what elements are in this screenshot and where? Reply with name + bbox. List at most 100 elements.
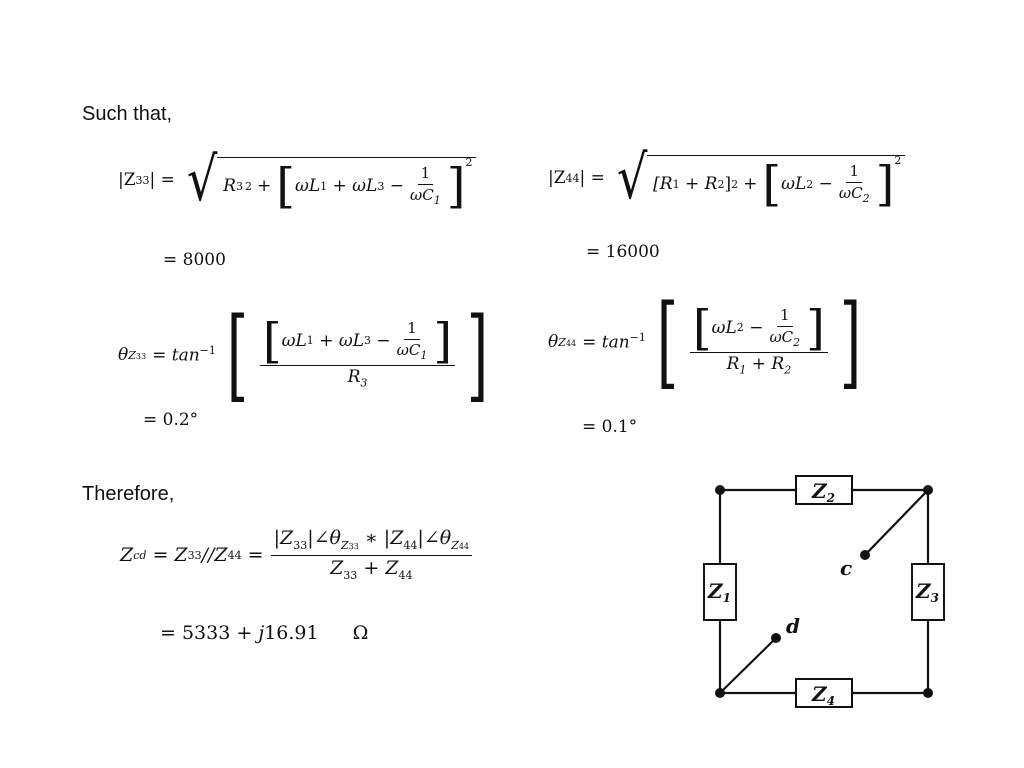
eq-theta33-tan: = tan−1 — [152, 344, 216, 366]
eq-z44-r-sub1: 1 — [672, 177, 680, 191]
eq-theta44-lhs-sub: Z44 — [558, 336, 576, 349]
eq-zcd-unit: Ω — [352, 622, 369, 644]
bracket-open: [ — [762, 156, 782, 212]
eq-zcd-eq: = — [241, 544, 264, 566]
equation-theta-z33-result: = 0.2° — [143, 410, 199, 430]
eq-theta33-inner-fraction: 1 ωC1 — [394, 319, 431, 363]
label-z4-sub: 4 — [827, 694, 835, 708]
eq-zcd-fraction: |Z33|∠θZ33 ∗ |Z44|∠θZ44 Z33 + Z44 — [270, 527, 473, 582]
eq-theta33-lhs-subsub: 33 — [135, 351, 147, 361]
label-z4-text: Z — [811, 682, 828, 706]
label-z2: Z2 — [811, 479, 835, 505]
eq-theta33-num-inner: ωL — [281, 330, 307, 351]
bracket-open: [ — [276, 158, 295, 214]
eq-zcd-num-star: ∗ |Z — [358, 527, 404, 550]
equation-z44-result: = 16000 — [586, 242, 660, 262]
label-z3: Z3 — [915, 579, 939, 605]
label-z2-text: Z — [811, 479, 828, 503]
eq-z33-r-sup: 2 — [244, 179, 252, 193]
heading-such-that: Such that, — [82, 103, 173, 125]
eq-z33-frac-den: ωC1 — [407, 185, 444, 208]
eq-z44-r: [R — [653, 174, 673, 194]
eq-z44-outer-sup: 2 — [894, 154, 902, 167]
wire-to-terminal-c — [864, 489, 929, 556]
eq-z33-frac-num: 1 — [417, 164, 434, 185]
eq-zcd-den: Z33 + Z44 — [327, 556, 415, 582]
eq-z44-frac-num: 1 — [846, 162, 863, 183]
eq-z44-frac-den-sub: 2 — [862, 191, 870, 205]
eq-z44-plus: + — [743, 174, 758, 194]
eq-theta44-den: R1 + R2 — [724, 353, 795, 377]
eq-z33-inner: ωL — [294, 176, 321, 196]
impedance-box-z1 — [703, 563, 737, 621]
eq-zcd-den-b-sub: 44 — [398, 568, 413, 582]
eq-theta33-den-sub: 3 — [360, 376, 368, 390]
eq-theta44-num-inner: ωL — [711, 317, 737, 338]
eq-theta44-inner-den: ωC2 — [766, 327, 803, 350]
bracket-open: [ — [262, 313, 282, 370]
eq-z44-lhs: |Z — [548, 168, 566, 188]
eq-zcd-num-a-sub: 33 — [293, 538, 308, 552]
eq-theta44-lhs: θ — [548, 332, 559, 352]
eq-theta33-num-minus: − — [371, 330, 391, 351]
eq-z44-minus: − — [813, 174, 833, 194]
eq-theta33-num-sub1: 1 — [306, 334, 314, 348]
impedance-box-z3 — [911, 563, 945, 621]
label-z3-sub: 3 — [931, 591, 939, 605]
terminal-c — [860, 550, 870, 560]
eq-theta44-tan: = tan−1 — [582, 331, 646, 353]
eq-theta33-den: R3 — [345, 366, 371, 390]
radical-sign: √ — [616, 143, 648, 213]
eq-zcd-num-b-sub-z: Z — [340, 538, 349, 552]
bracket-close: ] — [466, 296, 489, 413]
eq-z44-r-mid: + R — [679, 174, 718, 194]
node-bottom-left — [715, 688, 725, 698]
eq-zcd-result-pre: = 5333 + — [160, 622, 259, 644]
eq-theta44-inner-fraction: 1 ωC2 — [766, 306, 803, 350]
eq-zcd-num: |Z33|∠θZ33 ∗ |Z44|∠θZ44 — [270, 527, 473, 556]
eq-theta33-tan-sup: −1 — [199, 344, 216, 358]
radical-sign: √ — [186, 145, 218, 215]
equation-z33-result: = 8000 — [163, 250, 226, 270]
eq-theta33-lhs-sub: Z33 — [128, 349, 146, 362]
eq-zcd-result-j: j — [258, 622, 265, 644]
eq-theta44-den-sub2: 2 — [784, 363, 792, 377]
label-z2-sub: 2 — [826, 491, 835, 505]
eq-zcd-num-d-subsub: 44 — [458, 541, 470, 551]
eq-z33-inner-sub2: 3 — [377, 179, 385, 193]
label-z4: Z4 — [811, 682, 835, 708]
eq-z33-outer-sup: 2 — [465, 156, 473, 169]
eq-z33-lhs: |Z — [118, 170, 136, 190]
eq-theta33-lhs: θ — [118, 345, 129, 365]
eq-theta33-inner-den-text: ωC — [396, 341, 421, 360]
bracket-close: ] — [875, 156, 895, 212]
eq-theta33-inner-num: 1 — [404, 319, 420, 341]
eq-z33-lhs-sub: 33 — [135, 173, 150, 187]
bracket-open: [ — [656, 283, 679, 400]
wire-to-terminal-d — [719, 637, 777, 694]
eq-theta33-num-mid: + ωL — [313, 330, 364, 351]
eq-theta44-lhs-subsub: 44 — [565, 338, 577, 348]
eq-z44-lhs-sub: 44 — [565, 171, 580, 185]
eq-z33-minus: − — [384, 176, 404, 196]
eq-theta44-num-minus: − — [743, 317, 764, 338]
bracket-close: ] — [433, 313, 453, 370]
node-bottom-right — [923, 688, 933, 698]
node-top-left — [715, 485, 725, 495]
eq-theta33-tan-text: = tan — [152, 345, 200, 366]
eq-zcd-den-plus: + Z — [357, 556, 399, 579]
eq-zcd-num-c-sub: 44 — [403, 538, 418, 552]
eq-z33-lhs-close: | = — [149, 170, 175, 190]
